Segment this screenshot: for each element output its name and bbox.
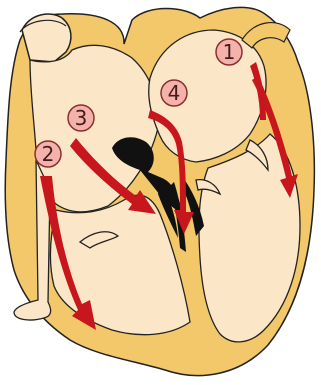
- marker-4: 4: [161, 80, 187, 106]
- marker-1: 1: [216, 39, 242, 65]
- marker-4-label: 4: [168, 81, 181, 105]
- marker-1-label: 1: [223, 40, 236, 64]
- marker-2: 2: [35, 141, 61, 167]
- vessel-top: [22, 14, 71, 62]
- marker-3: 3: [68, 105, 94, 131]
- marker-3-label: 3: [75, 106, 88, 130]
- marker-2-label: 2: [42, 142, 55, 166]
